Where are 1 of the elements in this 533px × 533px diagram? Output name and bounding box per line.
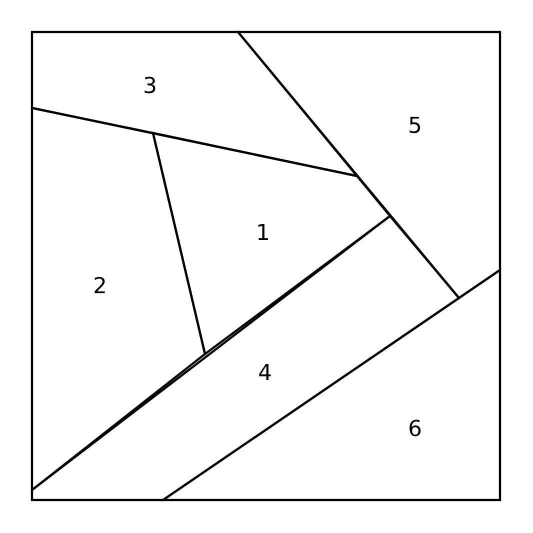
pattern-piece: 3 (30, 30, 360, 178)
